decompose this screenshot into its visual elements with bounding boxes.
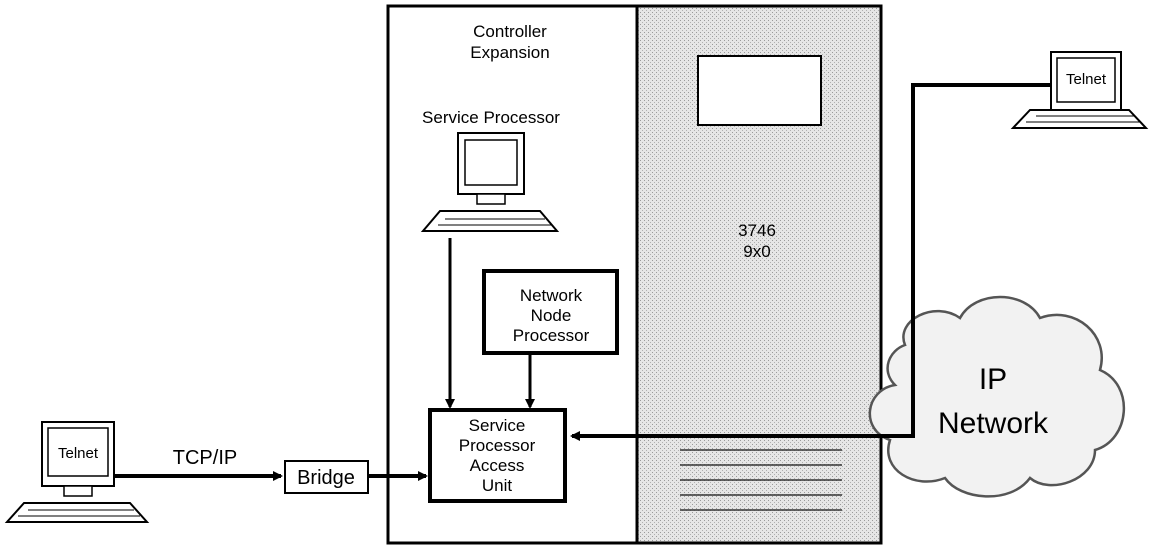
spau-line4: Unit [482, 476, 513, 495]
ip-network-line2: Network [938, 407, 1049, 440]
network-node-processor-box: Network Node Processor [482, 269, 619, 355]
nnp-line2: Node [531, 306, 572, 325]
tcpip-label: TCP/IP [173, 447, 237, 469]
nnp-line1: Network [520, 286, 583, 305]
spau-line1: Service [469, 416, 526, 435]
telnet-right-label: Telnet [1066, 71, 1107, 88]
telnet-right-computer-icon [1010, 51, 1149, 129]
bridge-label: Bridge [297, 467, 355, 489]
service-processor-computer-icon [420, 132, 560, 232]
nnp-line3: Processor [513, 326, 590, 345]
frame-model-line1: 3746 [738, 221, 776, 240]
controller-title-line1: Controller [473, 22, 547, 41]
ip-network-cloud: IP Network [868, 295, 1125, 498]
spau-line2: Processor [459, 436, 536, 455]
frame-vent-lines [680, 449, 842, 511]
telnet-left-computer-icon [4, 421, 150, 523]
ip-link-line [570, 83, 1051, 441]
spau-box: Service Processor Access Unit [428, 408, 567, 503]
telnet-left-label: Telnet [58, 445, 99, 462]
frame-panel [697, 55, 822, 126]
frame-model-line2: 9x0 [743, 242, 770, 261]
ip-network-line1: IP [979, 363, 1007, 396]
spau-line3: Access [470, 456, 525, 475]
controller-title-line2: Expansion [470, 43, 549, 62]
service-processor-label: Service Processor [422, 108, 560, 127]
frame-3746: 3746 9x0 [635, 4, 883, 545]
bridge-box: Bridge [284, 460, 369, 494]
